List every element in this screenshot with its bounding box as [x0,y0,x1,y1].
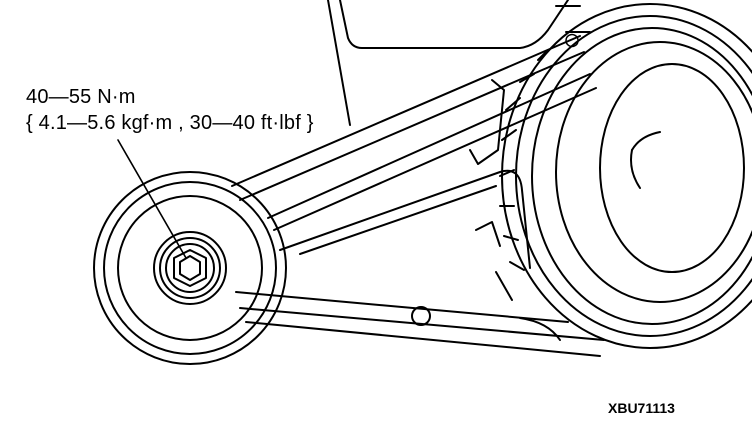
torque-spec-alternate-units: { 4.1—5.6 kgf·m , 30—40 ft·lbf } [26,112,314,134]
rivet [411,306,431,326]
belt-upper-run [231,35,597,231]
bracket-web [279,79,531,301]
hex-nut [173,249,207,287]
idler-pulley [93,171,287,365]
torque-spec-metric: 40—55 N·m [26,86,136,108]
leader-line [117,139,187,259]
belt-lower-run [235,291,605,357]
crank-pulley [499,3,752,349]
figure-reference-code: XBU71113 [608,400,675,416]
